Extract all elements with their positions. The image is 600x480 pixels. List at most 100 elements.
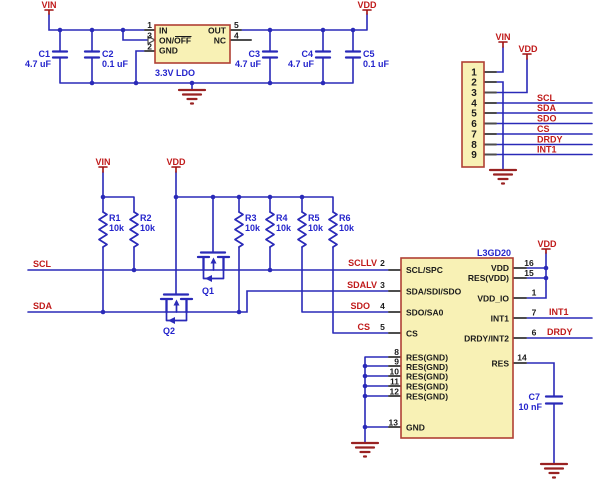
wire-connector-section (495, 46, 593, 170)
cap-value: 10 nF (518, 402, 542, 412)
capacitor-C2: C2 0.1 uF (83, 49, 129, 69)
supply-label-vdd: VDD (166, 157, 186, 167)
ic-pin-name: RES(VDD) (468, 273, 509, 283)
ldo-pin-number: 1 (147, 20, 152, 30)
connector-pin: 6 (471, 119, 477, 130)
ldo-regulator: 1 3 2 5 4 IN ON/OFF GND OUT NC 3.3V LDO (147, 20, 239, 78)
net-label-drdy: DRDY (547, 327, 573, 337)
capacitor-C7: C7 10 nF (518, 392, 564, 412)
ic-pin-number: 5 (380, 322, 385, 332)
net-label-cs: CS (357, 322, 370, 332)
ic-pin-number: 6 (532, 328, 537, 338)
fet-ref: Q1 (202, 286, 214, 296)
ic-pin-number: 15 (524, 268, 534, 278)
net-label-scl: SCL (537, 93, 556, 103)
vin-supply-tick-conn (498, 41, 508, 48)
vin-supply-tick-mid (98, 166, 108, 173)
supply-label-vdd: VDD (518, 44, 538, 54)
net-label-int1: INT1 (537, 145, 557, 155)
cap-value: 4.7 uF (25, 59, 52, 69)
ic-pin-number: 8 (394, 347, 399, 357)
ground-icon-ldo (177, 88, 207, 105)
connector-pin: 5 (471, 109, 477, 120)
net-label-cs: CS (537, 124, 550, 134)
connector-pin: 4 (471, 99, 477, 110)
ic-name: L3GD20 (477, 248, 511, 258)
supply-label-vdd: VDD (357, 0, 377, 10)
vin-supply-tick-top (44, 9, 54, 15)
ic-body (400, 257, 514, 439)
resistor-R5: R5 10k (297, 211, 324, 248)
net-label-drdy: DRDY (537, 135, 563, 145)
ic-pin-name: CS (406, 329, 418, 339)
capacitor-C4: C4 4.7 uF (288, 49, 332, 69)
ic-pin-number: 12 (390, 387, 400, 397)
ic-pin-name: SCL/SPC (406, 265, 443, 275)
cap-ref: C4 (301, 49, 313, 59)
ic-pin-name: GND (406, 423, 425, 433)
res-ref: R4 (276, 213, 288, 223)
cap-ref: C1 (38, 49, 50, 59)
ic-pin-name: RES(GND) (406, 372, 448, 382)
supply-label-vin: VIN (495, 32, 510, 42)
res-ref: R3 (245, 213, 257, 223)
fet-ref: Q2 (163, 326, 175, 336)
resistor-R1: R1 10k (98, 211, 125, 248)
ic-pin-name: RES(GND) (406, 353, 448, 363)
ldo-pin-onoff: ON/OFF (159, 36, 191, 46)
supply-label-vdd: VDD (537, 239, 557, 249)
ic-pin-name: RES(GND) (406, 382, 448, 392)
connector-pin: 3 (471, 88, 477, 99)
ldo-enable-arrow-icon (147, 35, 157, 45)
res-value: 10k (276, 223, 292, 233)
vdd-supply-tick-conn (522, 53, 532, 60)
ic-pin-name: INT1 (491, 314, 510, 324)
cap-ref: C2 (102, 49, 114, 59)
ic-pin-number: 1 (532, 288, 537, 298)
ldo-pin-number: 4 (234, 31, 239, 41)
net-label-sda: SDA (33, 301, 53, 311)
supply-label-vin: VIN (41, 0, 56, 10)
ic-pin-name: DRDY/INT2 (464, 334, 509, 344)
ldo-pin-gnd: GND (159, 46, 178, 56)
net-label-sdo: SDO (537, 114, 557, 124)
vdd-supply-tick-mid (171, 166, 181, 173)
resistor-R4: R4 10k (265, 211, 292, 248)
connector-body (461, 61, 485, 168)
res-ref: R1 (109, 213, 121, 223)
cap-ref: C7 (528, 392, 540, 402)
wire-top-power-section (48, 13, 368, 91)
net-label-int1: INT1 (549, 307, 569, 317)
resistor-R6: R6 10k (328, 211, 355, 248)
ic-pin-number: 9 (394, 357, 399, 367)
cap-value: 4.7 uF (235, 59, 262, 69)
res-value: 10k (109, 223, 125, 233)
connector-pin: 8 (471, 140, 477, 151)
mosfet-Q1: Q1 (196, 251, 231, 296)
connector-pin: 7 (471, 130, 477, 141)
ic-pin-number: 16 (524, 258, 534, 268)
ic-pin-number: 11 (390, 377, 399, 387)
ic-pin-name: VDD (491, 263, 509, 273)
cap-ref: C5 (363, 49, 375, 59)
supply-label-vin: VIN (95, 157, 110, 167)
mosfet-Q2: Q2 (159, 293, 194, 336)
connector-pin: 9 (471, 150, 477, 161)
ic-pin-name: SDO/SA0 (406, 308, 444, 318)
res-value: 10k (339, 223, 355, 233)
pin-stubs (144, 29, 527, 428)
ldo-pin-out: OUT (208, 26, 227, 36)
gyro-ic: L3GD20 SCLLV 2 SDALV 3 SDO 4 CS 5 SCL/SP… (347, 239, 573, 439)
ldo-pin-nc: NC (214, 36, 226, 46)
ground-icon-c7 (539, 462, 569, 479)
net-label-sda: SDA (537, 103, 557, 113)
ic-pin-name: VDD_IO (477, 294, 509, 304)
net-label-sdo: SDO (350, 301, 370, 311)
net-label-scllv: SCLLV (348, 258, 377, 268)
capacitor-C5: C5 0.1 uF (344, 49, 390, 69)
net-label-sdalv: SDALV (347, 280, 377, 290)
ic-pin-number: 3 (380, 280, 385, 290)
ground-icon-ic (350, 441, 380, 458)
